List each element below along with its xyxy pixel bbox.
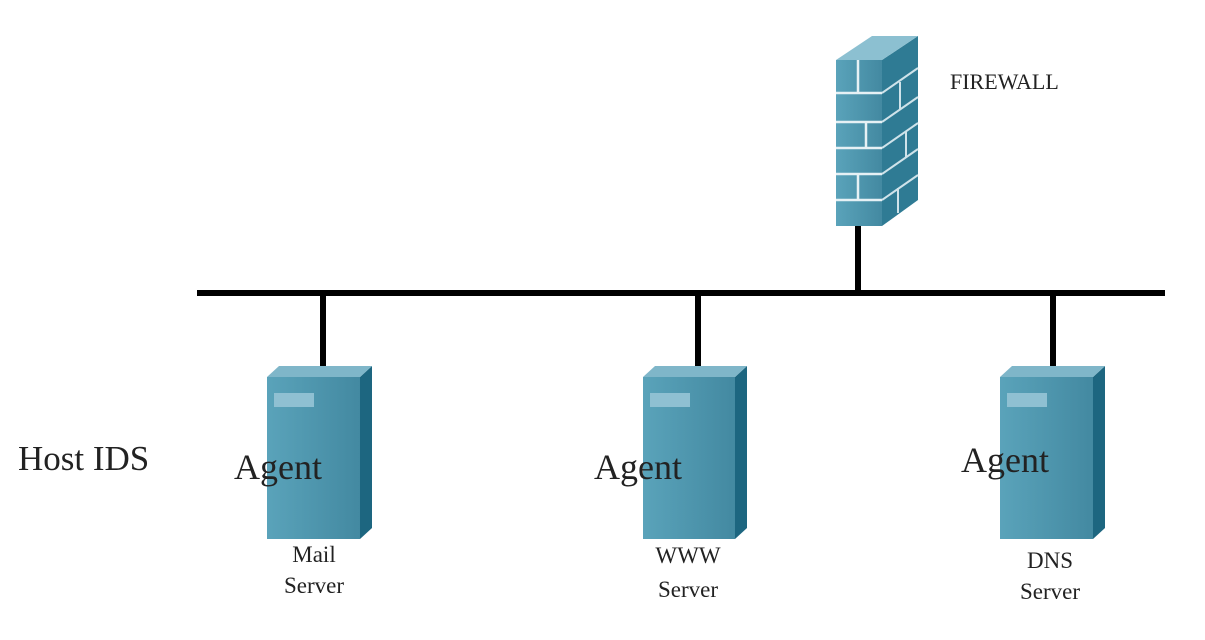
dns-server-name-line1: DNS — [1027, 548, 1073, 573]
firewall-icon — [836, 36, 919, 226]
dns-server-agent-label: Agent — [961, 440, 1049, 480]
dns-server-name-line2: Server — [1020, 579, 1080, 604]
www-server-name-line1: WWW — [655, 543, 720, 568]
www-server-icon — [643, 366, 747, 539]
mail-server-name-line1: Mail — [292, 542, 335, 567]
www-server-agent-label: Agent — [594, 447, 682, 487]
dns-server-icon — [1000, 366, 1105, 539]
mail-server-agent-label: Agent — [234, 447, 322, 487]
www-server-name-line2: Server — [658, 577, 718, 602]
mail-server-icon — [267, 366, 372, 539]
firewall-label: FIREWALL — [950, 69, 1059, 94]
mail-server-name-line2: Server — [284, 573, 344, 598]
host-ids-label: Host IDS — [18, 439, 149, 478]
